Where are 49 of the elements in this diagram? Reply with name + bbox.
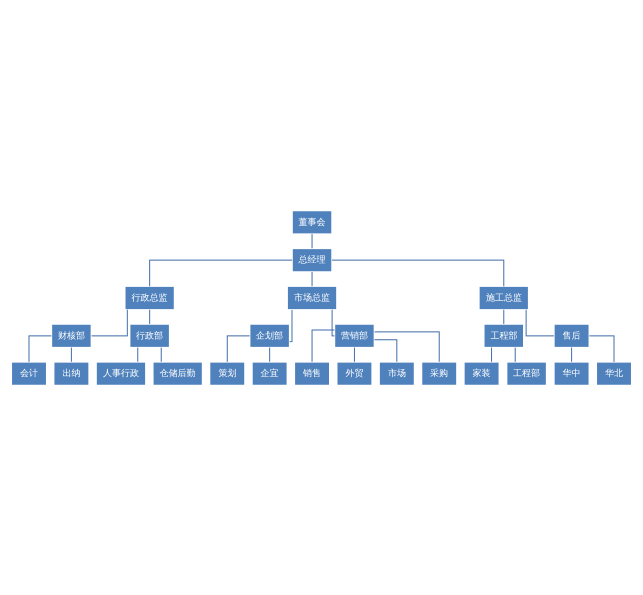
connector — [312, 233, 313, 248]
connector — [226, 334, 250, 362]
connector — [526, 308, 554, 336]
connector — [91, 308, 128, 336]
node-box: 行政总监 — [124, 285, 176, 310]
connector — [491, 346, 492, 362]
connector — [137, 346, 138, 362]
node-box: 出纳 — [53, 360, 90, 386]
node-box: 人事行政 — [96, 360, 146, 386]
connector — [514, 346, 516, 362]
node-box: 售后 — [553, 322, 590, 348]
node-box: 市场总监 — [286, 285, 338, 310]
node-box: 行政部 — [129, 322, 170, 348]
connector — [312, 270, 313, 286]
node-box: 外贸 — [336, 360, 373, 386]
node-box: 施工总监 — [478, 285, 530, 310]
connector — [149, 259, 293, 286]
node-box: 策划 — [209, 360, 246, 386]
connector — [289, 308, 292, 342]
connector — [354, 346, 355, 362]
connector — [28, 334, 52, 362]
connector — [332, 259, 504, 286]
node-box: 营销部 — [334, 322, 375, 348]
connector — [374, 330, 440, 362]
node-box: 市场 — [378, 360, 416, 386]
connector — [332, 308, 335, 336]
node-box: 家装 — [463, 360, 500, 386]
connector — [503, 308, 504, 324]
node-box: 仓储后勤 — [152, 360, 204, 386]
connector — [588, 334, 614, 362]
node-box: 工程部 — [506, 360, 548, 386]
node-box: 企宜 — [251, 360, 288, 386]
node-box: 董事会 — [292, 209, 333, 234]
node-box: 销售 — [294, 360, 330, 386]
connector — [70, 346, 72, 362]
node-box: 企划部 — [249, 322, 290, 348]
connector — [149, 308, 150, 324]
node-box: 会计 — [10, 360, 48, 386]
node-box: 华中 — [553, 360, 590, 386]
connector — [269, 346, 270, 362]
node-box: 采购 — [420, 360, 458, 386]
node-box: 总经理 — [292, 247, 333, 272]
node-box: 华北 — [596, 360, 632, 386]
connector — [160, 346, 162, 362]
connector — [312, 328, 335, 362]
node-box: 财核部 — [50, 322, 92, 348]
node-box: 工程部 — [483, 322, 524, 348]
connector — [374, 338, 398, 362]
connector — [571, 346, 572, 362]
